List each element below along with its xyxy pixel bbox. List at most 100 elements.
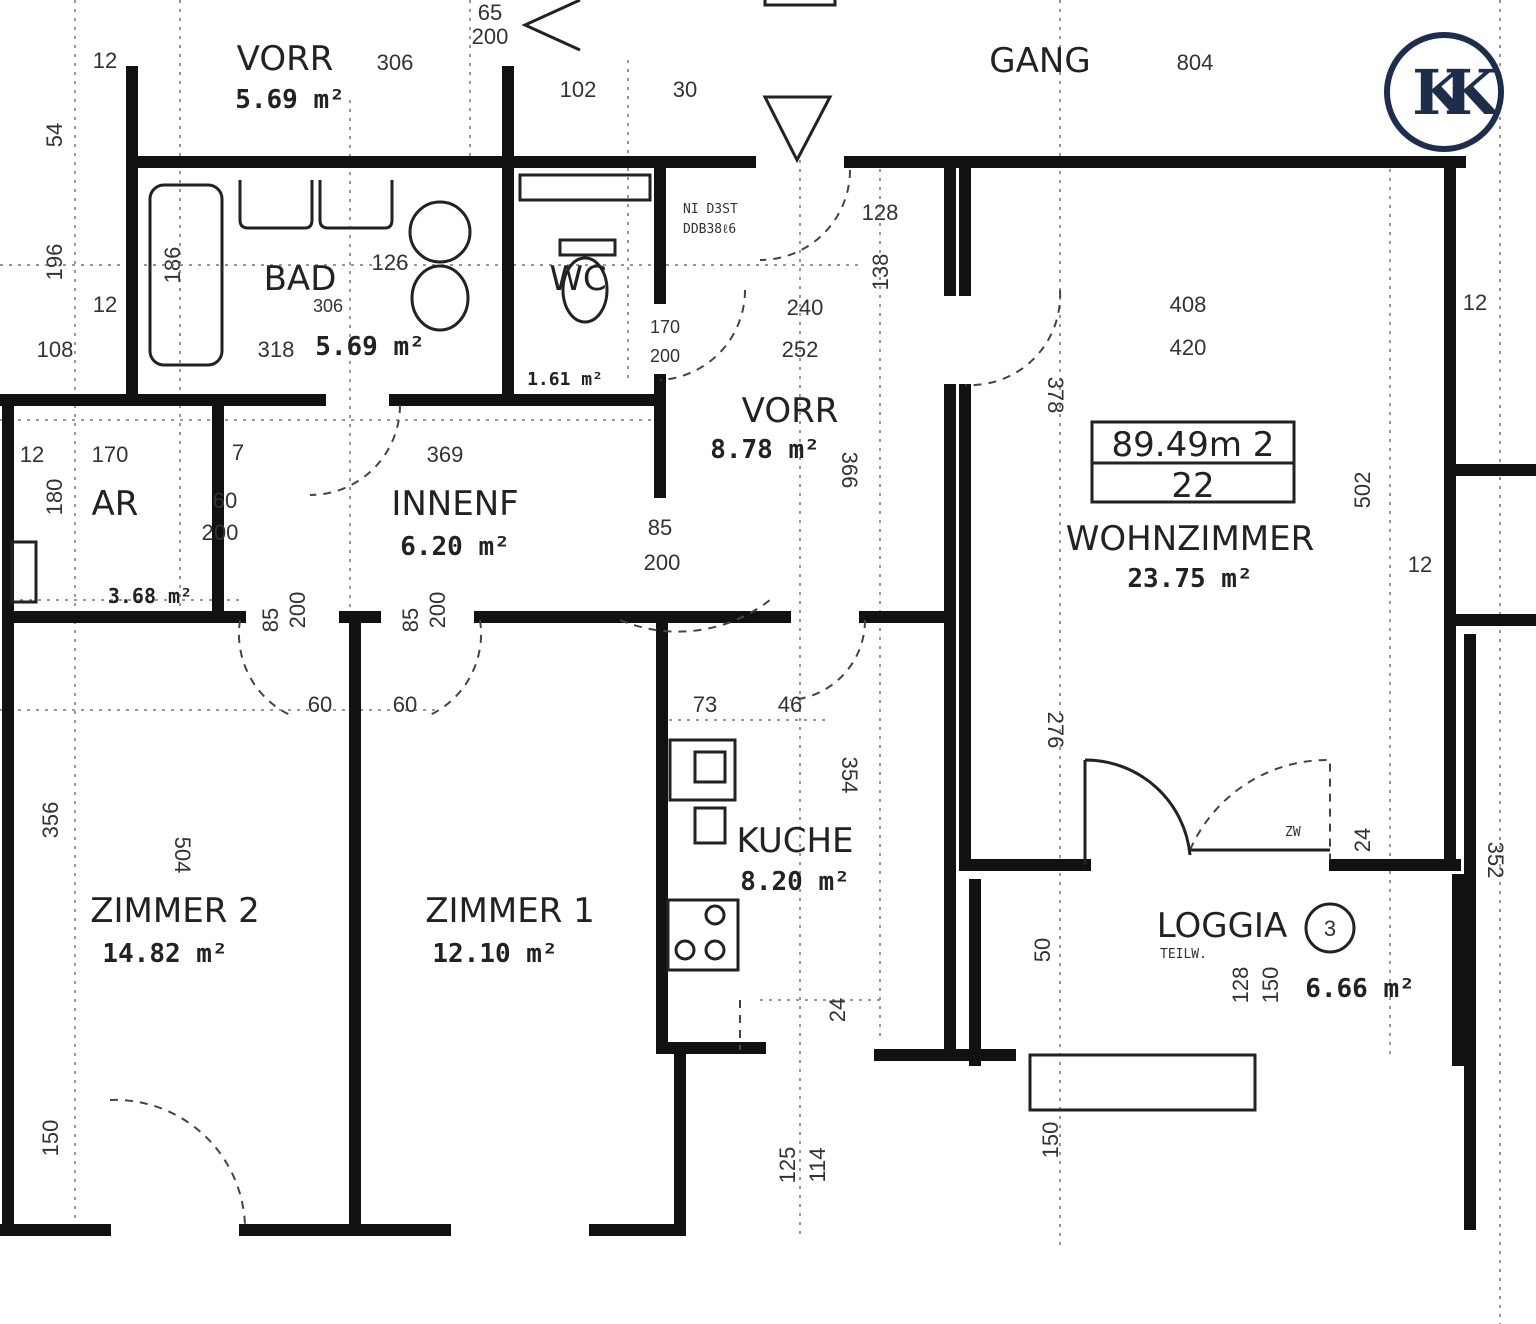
room-kuche-name: KUCHE — [736, 821, 853, 861]
bathtub-icon — [148, 183, 224, 367]
room-ar-name: AR — [92, 484, 139, 524]
dim: 306 — [377, 50, 414, 75]
dim: 200 — [425, 592, 450, 629]
toilet-icon — [561, 256, 609, 324]
dim: 180 — [42, 479, 67, 516]
dim: 125 — [775, 1147, 800, 1184]
dim: 128 — [1228, 967, 1253, 1004]
dim: 46 — [778, 692, 802, 717]
room-innenf-name: INNENF — [391, 484, 518, 524]
dim: 186 — [160, 247, 185, 284]
niche-line1: NI D3ST — [683, 202, 738, 217]
dim: 196 — [42, 244, 67, 281]
entry-markers — [521, 0, 837, 164]
dim: 24 — [825, 998, 850, 1022]
room-bad-name: BAD — [264, 259, 337, 299]
dim: 60 — [393, 692, 417, 717]
dim: 502 — [1350, 472, 1375, 509]
unit-number: 22 — [1171, 466, 1214, 506]
company-logo: KK — [1384, 32, 1522, 152]
room-loggia-sub: TEILW. — [1160, 947, 1207, 962]
dim: 356 — [38, 802, 63, 839]
dim: 60 — [213, 488, 237, 513]
dim: ZW — [1285, 825, 1301, 840]
room-wohnzimmer-area: 23.75 m² — [1127, 564, 1252, 594]
room-vorr-top-name: VORR — [237, 39, 334, 79]
dim: 170 — [650, 317, 680, 337]
dim: 366 — [837, 452, 862, 489]
dim: 318 — [258, 337, 295, 362]
dim: 150 — [1038, 1122, 1063, 1159]
dimension-labels: 306 102 30 186 126 306 318 240 252 128 1… — [20, 0, 1508, 1183]
balcony-rail — [1028, 1053, 1257, 1112]
dim: 7 — [232, 440, 244, 465]
dim: 128 — [862, 200, 899, 225]
dim: 126 — [372, 250, 409, 275]
room-kuche-area: 8.20 m² — [740, 867, 850, 897]
dim: 200 — [202, 520, 239, 545]
dim: 150 — [38, 1120, 63, 1157]
loggia-marker: 3 — [1324, 916, 1336, 941]
room-ar-area: 3.68 m² — [108, 584, 192, 608]
room-wc-area: 1.61 m² — [527, 369, 603, 390]
dim: 12 — [1463, 290, 1487, 315]
room-bad-area: 5.69 m² — [315, 332, 425, 362]
dim: 65 — [478, 0, 502, 25]
dim: 85 — [648, 515, 672, 540]
dim: 54 — [42, 123, 67, 147]
dim: 85 — [398, 608, 423, 632]
room-loggia-name: LOGGIA — [1157, 906, 1287, 946]
dim: 369 — [427, 442, 464, 467]
dim: 420 — [1170, 335, 1207, 360]
dim: 60 — [308, 692, 332, 717]
walls — [0, 66, 1536, 1236]
room-vorr-top-area: 5.69 m² — [235, 85, 345, 115]
gang-dim: 804 — [1177, 50, 1214, 75]
sink-icon — [408, 200, 472, 264]
cooktop-icon — [666, 898, 740, 972]
dim: 102 — [560, 77, 597, 102]
dim: 12 — [20, 442, 44, 467]
room-loggia-area: 6.66 m² — [1305, 974, 1415, 1004]
washing-machine-icon — [410, 264, 470, 332]
dim: 200 — [644, 550, 681, 575]
dimension-lines — [0, 0, 1501, 1324]
dim: 408 — [1170, 292, 1207, 317]
room-zimmer1-area: 12.10 m² — [432, 939, 557, 969]
loggia-marker-circle — [1304, 902, 1356, 954]
room-labels: VORR 5.69 m² GANG 804 BAD 5.69 m² WC 1.6… — [90, 39, 1415, 1004]
dim: 354 — [837, 757, 862, 794]
dim: 352 — [1483, 842, 1508, 879]
dim: 170 — [92, 442, 129, 467]
dim: 306 — [313, 296, 343, 316]
niche-line2: DDB38ℓ6 — [683, 222, 736, 237]
dim: 200 — [472, 24, 509, 49]
dim: 138 — [868, 254, 893, 291]
doors — [109, 169, 1331, 1226]
stove-icon — [668, 738, 737, 802]
unit-total-area: 89.49m 2 — [1112, 425, 1275, 465]
room-zimmer2-area: 14.82 m² — [102, 939, 227, 969]
unit-box: 89.49m 2 22 — [1090, 420, 1296, 506]
dim: 114 — [805, 1147, 830, 1182]
room-wohnzimmer-name: WOHNZIMMER — [1066, 519, 1314, 559]
room-innenf-area: 6.20 m² — [400, 532, 510, 562]
dim: 200 — [650, 346, 680, 366]
dim: 12 — [1408, 552, 1432, 577]
dim: 108 — [37, 337, 74, 362]
dim: 150 — [1258, 967, 1283, 1004]
room-wc-name: WC — [549, 259, 606, 299]
room-zimmer1-name: ZIMMER 1 — [425, 891, 595, 931]
dim: 24 — [1350, 828, 1375, 852]
dim: 276 — [1043, 712, 1068, 749]
dim: 85 — [258, 608, 283, 632]
dim: 12 — [93, 292, 117, 317]
dim: 252 — [782, 337, 819, 362]
dim: 200 — [285, 592, 310, 629]
dim: 240 — [787, 295, 824, 320]
dim: 504 — [170, 837, 195, 874]
dim: 50 — [1030, 938, 1055, 962]
dim: 378 — [1043, 377, 1068, 414]
room-vorr-name: VORR — [742, 391, 839, 431]
